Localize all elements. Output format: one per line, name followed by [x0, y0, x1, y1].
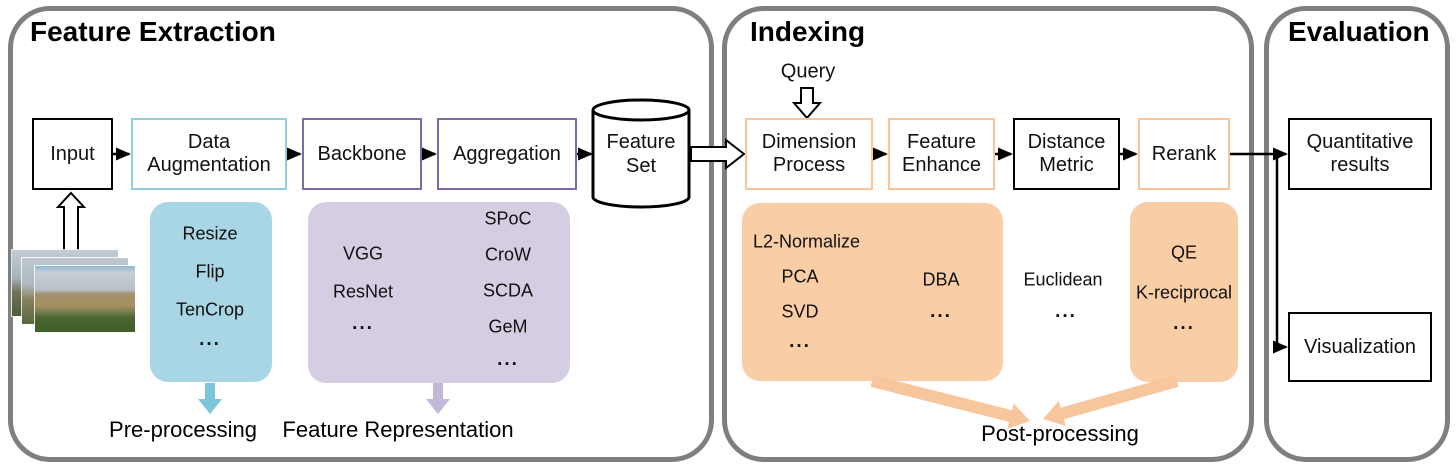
dimension-method: SVD [781, 301, 819, 322]
aggregation-method: SPoC [484, 208, 532, 229]
box-visualization: Visualization [1288, 312, 1432, 382]
group-representation-methods [308, 202, 570, 383]
box-dimension-process: Dimension Process [745, 118, 873, 190]
dimension-method-header: L2-Normalize [753, 231, 861, 252]
box-data-augmentation: Data Augmentation [131, 118, 287, 190]
enhance-method: DBA [922, 269, 960, 290]
preprocessing-item: Resize [182, 223, 238, 244]
dimension-method: PCA [781, 266, 819, 287]
box-input: Input [32, 118, 113, 190]
preprocessing-item-ellipsis: ... [199, 329, 221, 350]
aggregation-method: SCDA [482, 280, 534, 301]
indexing-title: Indexing [750, 16, 866, 47]
aggregation-method: GeM [488, 316, 528, 337]
distance-method-ellipsis: ... [1055, 301, 1077, 322]
backbone-method: ResNet [332, 281, 394, 302]
rerank-method: K-reciprocal [1135, 282, 1233, 303]
backbone-method: VGG [342, 243, 384, 264]
group-preprocessing-methods [150, 202, 272, 382]
dimension-method-ellipsis: ... [789, 331, 811, 352]
group-rerank-methods [1130, 202, 1238, 382]
group-dimension-enhance-methods [742, 203, 1003, 381]
box-rerank: Rerank [1138, 118, 1230, 190]
preprocessing-item: Flip [195, 261, 225, 282]
backbone-method-ellipsis: ... [352, 313, 374, 334]
box-feature-enhance: Feature Enhance [888, 118, 995, 190]
enhance-method-ellipsis: ... [930, 301, 952, 322]
post-processing-label: Post-processing [981, 421, 1139, 446]
box-aggregation: Aggregation [437, 118, 577, 190]
aggregation-method-ellipsis: ... [497, 349, 519, 370]
preprocessing-item: TenCrop [175, 299, 245, 320]
rerank-method-ellipsis: ... [1173, 313, 1195, 334]
pre-processing-label: Pre-processing [109, 417, 257, 442]
query-label: Query [780, 60, 836, 83]
box-distance-metric: Distance Metric [1013, 118, 1120, 190]
feature-extraction-title: Feature Extraction [30, 16, 276, 47]
box-backbone: Backbone [302, 118, 422, 190]
distance-method: Euclidean [1023, 269, 1103, 290]
feature-representation-label: Feature Representation [282, 417, 514, 442]
feature-set-label: Feature Set [606, 131, 676, 177]
box-quantitative-results: Quantitative results [1288, 118, 1432, 190]
aggregation-method: CroW [485, 244, 531, 265]
input-image-front [35, 266, 135, 332]
evaluation-title: Evaluation [1288, 16, 1430, 47]
section-evaluation [1264, 6, 1450, 462]
rerank-method: QE [1170, 242, 1198, 263]
